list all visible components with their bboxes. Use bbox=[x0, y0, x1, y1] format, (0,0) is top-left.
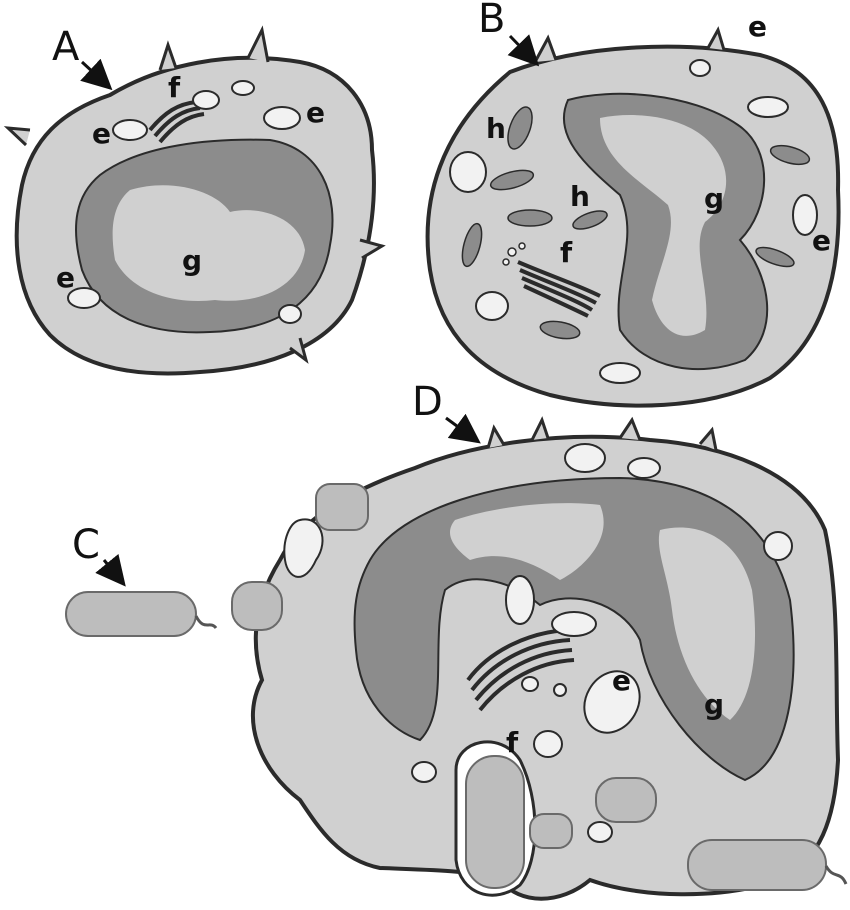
cell-a-mitochondrion bbox=[279, 305, 301, 323]
cell-a-mitochondrion bbox=[113, 120, 147, 140]
cell-b-label: B bbox=[478, 0, 505, 42]
cell-b-label-g: g bbox=[704, 182, 724, 215]
cell-a-arrow bbox=[82, 62, 108, 86]
cell-d-external-flagellum bbox=[826, 866, 846, 884]
cell-b-label-e2: e bbox=[812, 224, 831, 257]
cell-c: C bbox=[66, 522, 216, 636]
cell-d-vesicle bbox=[554, 684, 566, 696]
cell-a-label-f: f bbox=[168, 71, 181, 104]
cell-d-spike bbox=[620, 420, 640, 440]
cell-a-label: A bbox=[52, 24, 80, 70]
cell-a-spike bbox=[160, 45, 176, 70]
cell-d-mitochondrion bbox=[506, 576, 534, 624]
cell-d-mitochondrion bbox=[552, 612, 596, 636]
cell-b-label-h2: h bbox=[570, 180, 590, 213]
cell-b-mitochondrion bbox=[748, 97, 788, 117]
cell-d-label-e: e bbox=[612, 664, 631, 697]
cell-d-vesicle bbox=[534, 731, 562, 757]
cell-b-mitochondrion bbox=[690, 60, 710, 76]
cell-d: D e f g bbox=[232, 379, 846, 899]
cell-b-arrow bbox=[510, 36, 535, 62]
cell-d-label-f: f bbox=[506, 726, 519, 759]
cell-b-spike bbox=[708, 30, 724, 50]
cell-a-mitochondrion bbox=[232, 81, 254, 95]
cell-b-mitochondrion bbox=[600, 363, 640, 383]
cell-b-vesicle bbox=[450, 152, 486, 192]
cell-d-mitochondrion bbox=[412, 762, 436, 782]
cell-d-vesicle bbox=[764, 532, 792, 560]
cell-a-label-e2: e bbox=[306, 96, 325, 129]
cell-a-label-g: g bbox=[182, 244, 202, 277]
cell-d-vesicle bbox=[565, 444, 605, 472]
cell-c-bacterium bbox=[66, 592, 196, 636]
cell-b-granule bbox=[508, 210, 552, 226]
cell-c-arrow bbox=[104, 560, 122, 582]
cell-d-engulfed-bacterium bbox=[316, 484, 368, 530]
cell-b-spike bbox=[535, 38, 556, 62]
cell-d-mitochondrion bbox=[588, 822, 612, 842]
cell-d-engulfed-bacterium bbox=[530, 814, 572, 848]
cell-a-spike bbox=[248, 30, 268, 62]
cell-b-label-f: f bbox=[560, 236, 573, 269]
cell-a-label-e3: e bbox=[56, 261, 75, 294]
cell-b-label-e1: e bbox=[748, 10, 767, 43]
cell-a-spike bbox=[8, 128, 30, 145]
cell-b: B e e h h g f bbox=[428, 0, 839, 406]
cell-a-spike bbox=[360, 240, 382, 258]
cell-a: A f e e e g bbox=[8, 24, 382, 373]
cell-d-engulfed-bacterium bbox=[596, 778, 656, 822]
cell-d-engulfed-bacterium bbox=[466, 756, 524, 888]
cell-a-mitochondrion bbox=[264, 107, 300, 129]
cell-b-label-h1: h bbox=[486, 112, 506, 145]
cell-a-mitochondrion bbox=[193, 91, 219, 109]
cell-d-engulfed-bacterium bbox=[232, 582, 282, 630]
cell-d-spike bbox=[532, 420, 548, 440]
cell-d-arrow bbox=[446, 418, 476, 440]
cell-d-spike bbox=[488, 428, 504, 448]
cell-b-vesicle bbox=[476, 292, 508, 320]
cell-d-label-g: g bbox=[704, 688, 724, 721]
cell-d-vesicle bbox=[522, 677, 538, 691]
cell-a-label-e1: e bbox=[92, 117, 111, 150]
cell-d-external-bacterium bbox=[688, 840, 826, 890]
cell-d-mitochondrion bbox=[628, 458, 660, 478]
cell-d-label: D bbox=[412, 379, 443, 425]
cell-c-label: C bbox=[72, 522, 100, 568]
cell-c-flagellum bbox=[196, 616, 216, 628]
